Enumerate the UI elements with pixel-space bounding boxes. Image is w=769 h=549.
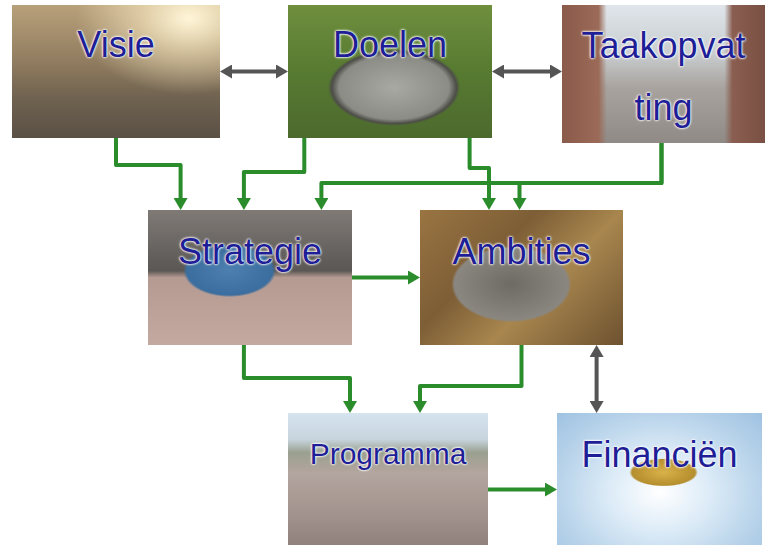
photo-box: Programma xyxy=(288,413,488,545)
flow-arrow xyxy=(595,355,599,403)
flow-arrow xyxy=(321,143,661,200)
flow-arrow xyxy=(230,70,278,74)
photo-box: Financiën xyxy=(557,413,762,545)
flow-arrow xyxy=(116,138,181,200)
flow-arrow xyxy=(244,345,350,403)
flow-arrow xyxy=(420,345,522,403)
flow-arrow xyxy=(352,276,410,280)
flow-arrow xyxy=(502,70,552,74)
photo-box: Visie xyxy=(12,5,220,138)
flow-arrow xyxy=(488,488,547,492)
photo-box: Taakopvat ting xyxy=(562,5,765,143)
node-label: Financiën xyxy=(565,433,754,477)
node-label: Visie xyxy=(20,23,212,67)
node-label: Strategie xyxy=(156,230,344,274)
flow-arrow xyxy=(244,138,304,200)
node-label: Ambities xyxy=(428,230,615,274)
photo-box: Doelen xyxy=(288,5,492,138)
node-label: Programma xyxy=(296,435,480,473)
photo-box: Ambities xyxy=(420,210,623,345)
photo-box: Strategie xyxy=(148,210,352,345)
node-label: Taakopvat ting xyxy=(570,15,757,139)
flow-arrow xyxy=(470,138,489,200)
node-label: Doelen xyxy=(296,23,484,67)
flow-arrow xyxy=(520,143,662,200)
